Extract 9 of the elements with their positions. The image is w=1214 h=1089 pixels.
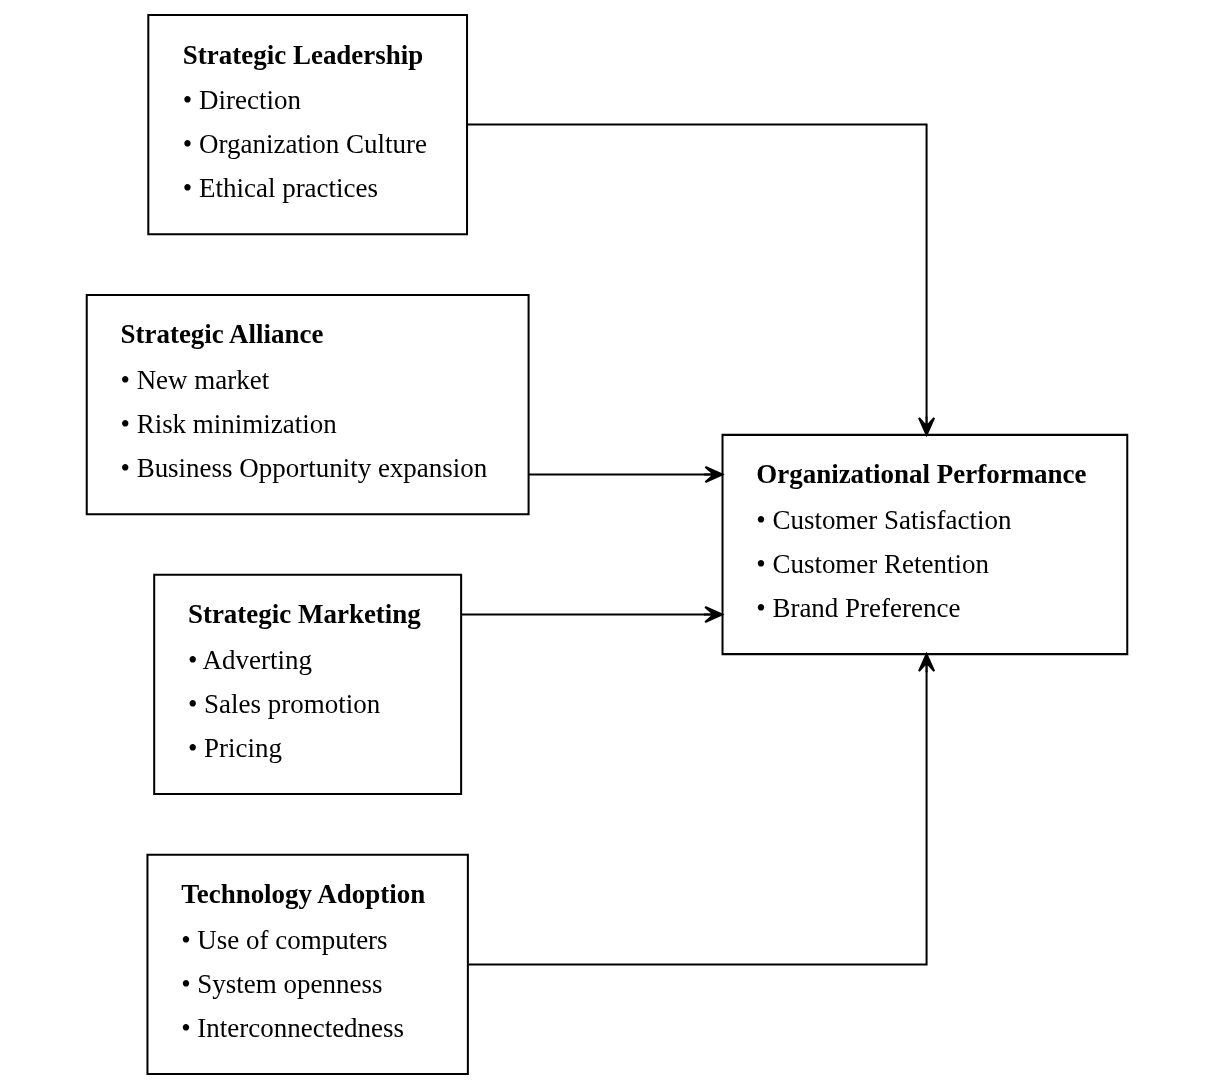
arrow [468,653,936,966]
node-box: Strategic Alliance • New market • Risk minimization • Business Opportunity expansion [85,293,530,516]
node-box: Technology Adoption • Use of computers • System openness • Interconnectedness [146,853,469,1076]
arrow [528,465,724,484]
node-box: Strategic Leadership • Direction • Organization Culture • Ethical practices [147,13,469,236]
arrow [461,605,724,624]
node-box: Strategic Marketing • Adverting • Sales promotion • Pricing [153,573,463,796]
arrow [467,123,936,436]
node-box: Organizational Performance • Customer Satisfaction • Customer Retention • Brand Preference [721,433,1129,656]
